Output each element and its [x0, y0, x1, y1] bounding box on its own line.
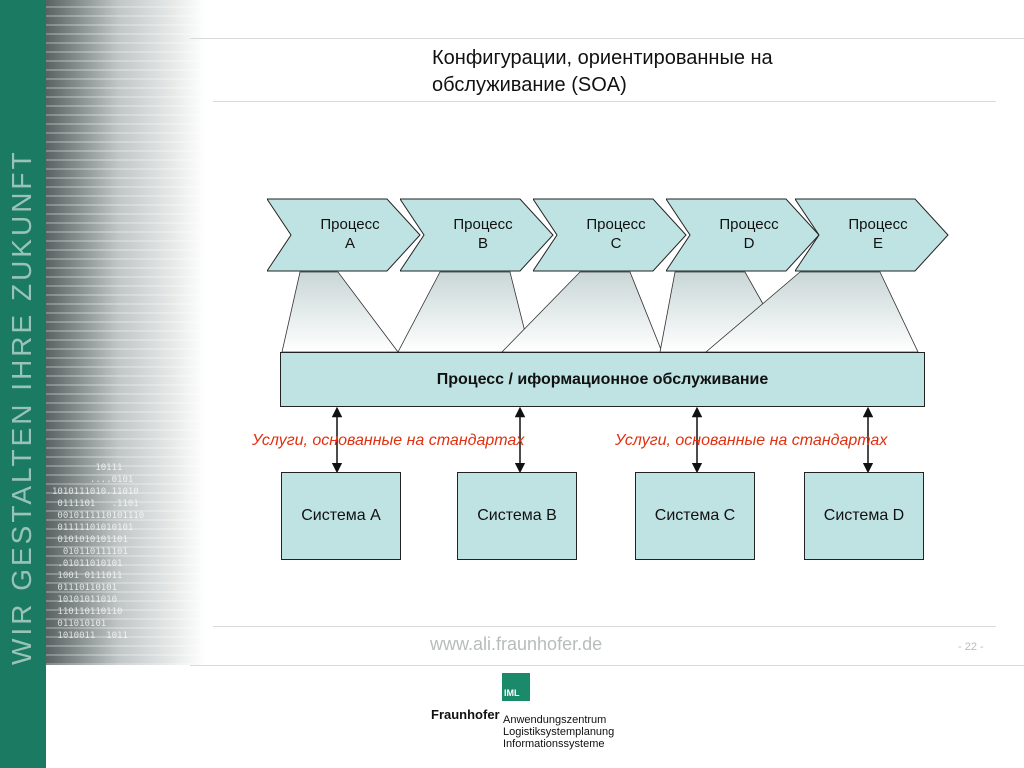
- system-a: Система А: [281, 472, 401, 560]
- system-c: Система C: [635, 472, 755, 560]
- fan-a: [281, 271, 399, 353]
- system-b-label: Система B: [477, 507, 557, 524]
- system-c-label: Система C: [654, 507, 736, 524]
- title-line-1: Конфигурации, ориентированные на: [432, 47, 773, 69]
- service-label-left: Услуги, основанные на стандартах: [252, 432, 525, 449]
- process-c-name: Процесс: [586, 216, 646, 233]
- binary-decoration: 10111 ....0101 1010111010.11010 0111101 …: [52, 463, 145, 641]
- process-c: Процесс C: [533, 198, 688, 273]
- side-band: [0, 0, 46, 768]
- fraunhofer-brand: Fraunhofer: [431, 707, 500, 722]
- process-e-name: Процесс: [848, 216, 908, 233]
- institute-line-2: Logistiksystemplanung: [503, 726, 615, 738]
- iml-logo-mark: IML: [504, 688, 520, 698]
- process-d-name: Процесс: [719, 216, 779, 233]
- process-d-letter: D: [743, 235, 755, 252]
- page-title: Конфигурации, ориентированные на обслужи…: [432, 45, 952, 99]
- service-bar-label: Процесс / иформационное обслуживание: [436, 370, 769, 388]
- process-a-letter: A: [344, 235, 355, 252]
- institute-line-1: Anwendungszentrum: [503, 714, 607, 726]
- title-rule: [213, 101, 996, 102]
- process-c-letter: C: [610, 235, 622, 252]
- background-photo-stripes: [46, 0, 206, 665]
- process-a-name: Процесс: [320, 216, 380, 233]
- process-b-name: Процесс: [453, 216, 513, 233]
- process-e: Процесс E: [795, 198, 950, 273]
- background-photo: [46, 0, 206, 665]
- system-d: Система D: [804, 472, 924, 560]
- system-b: Система B: [457, 472, 577, 560]
- process-b-letter: B: [477, 235, 488, 252]
- top-rule: [190, 38, 1024, 39]
- service-bar: Процесс / иформационное обслуживание: [280, 352, 925, 407]
- system-a-label: Система А: [301, 507, 381, 524]
- process-b: Процесс B: [400, 198, 555, 273]
- footer-rule-top: [213, 626, 996, 627]
- process-a: Процесс A: [267, 198, 422, 273]
- footer-url[interactable]: www.ali.fraunhofer.de: [430, 634, 603, 654]
- process-d: Процесс D: [666, 198, 821, 273]
- page-number: - 22 -: [958, 641, 984, 653]
- footer-rule-bottom: [190, 665, 1024, 666]
- title-line-2: обслуживание (SOA): [432, 74, 627, 96]
- institute-line-3: Informationssysteme: [503, 738, 605, 750]
- fan-b: [397, 271, 531, 353]
- iml-logo-icon: [502, 673, 530, 701]
- service-label-right: Услуги, основанные на стандартах: [615, 432, 888, 449]
- system-d-label: Система D: [823, 507, 905, 524]
- fan-c: [501, 271, 663, 353]
- institute-name: Anwendungszentrum Logistiksystemplanung …: [503, 714, 614, 750]
- process-e-letter: E: [872, 235, 883, 252]
